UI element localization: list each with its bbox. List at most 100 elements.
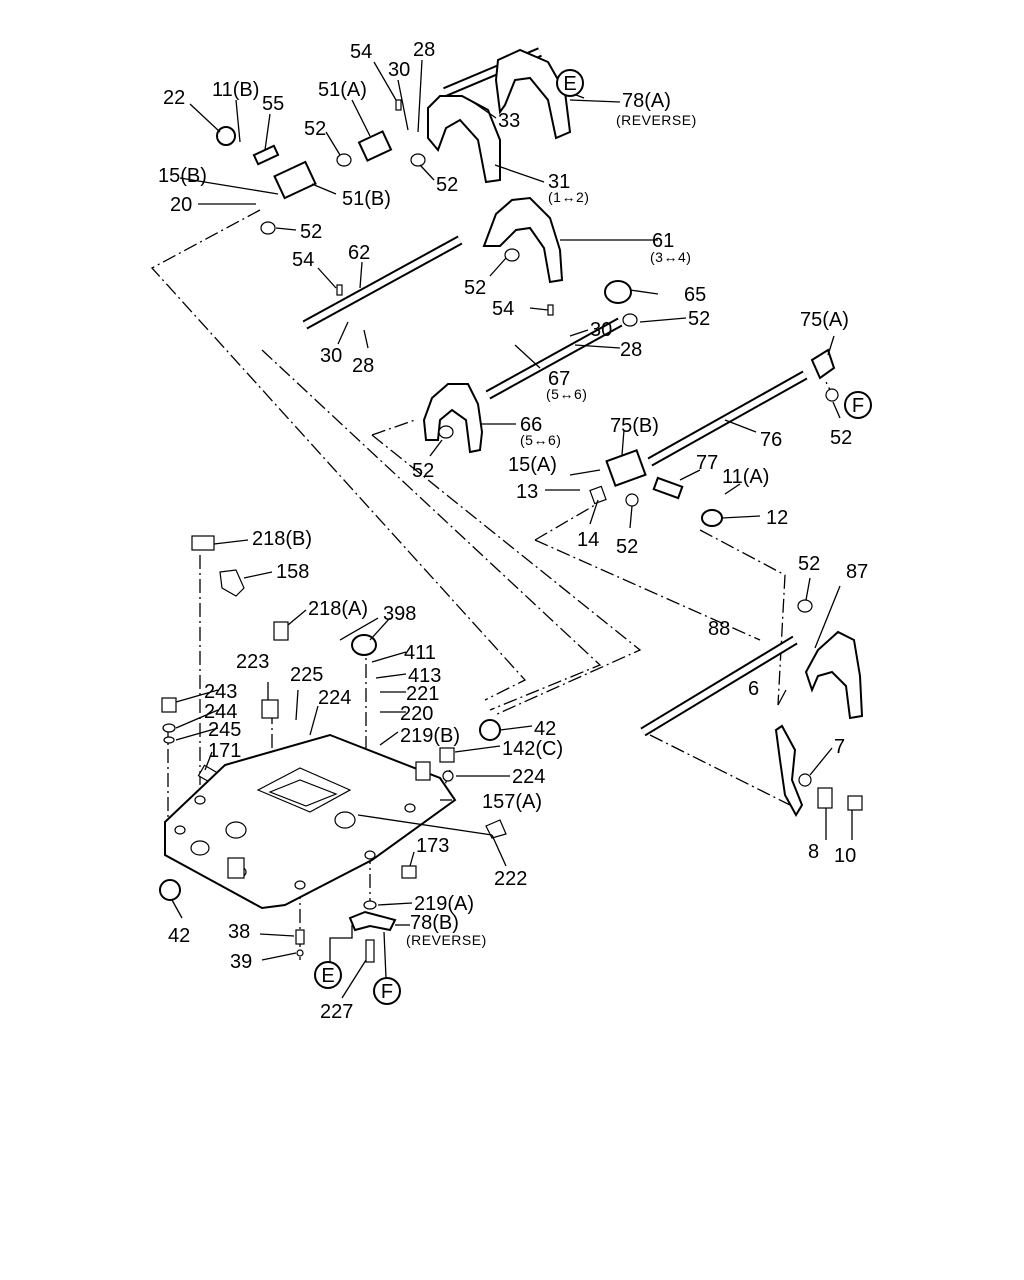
- marker-f-bottom: [373, 977, 401, 1005]
- shift-block-51a: [357, 130, 393, 162]
- roller-42-b: [159, 879, 181, 901]
- label-87: 87: [846, 561, 868, 583]
- clip-158: [219, 569, 245, 597]
- label-52d: 52: [464, 277, 486, 299]
- label-142c: 142(C): [502, 738, 563, 760]
- plug-12: [701, 509, 723, 527]
- label-78b: 78(B): [410, 912, 459, 934]
- shift-fork-87: [804, 630, 864, 720]
- label-157a: 157(A): [482, 791, 542, 813]
- label-171: 171: [208, 740, 241, 762]
- bolt-173: [401, 865, 417, 879]
- label-62: 62: [348, 242, 370, 264]
- label-67-sub: (5↔6): [546, 386, 587, 402]
- washer-219a: [363, 900, 377, 910]
- label-218a: 218(A): [308, 598, 368, 620]
- label-51b: 51(B): [342, 188, 391, 210]
- label-222: 222: [494, 868, 527, 890]
- label-158: 158: [276, 561, 309, 583]
- washer-245: [163, 736, 175, 744]
- label-220: 220: [400, 703, 433, 725]
- label-173: 173: [416, 835, 449, 857]
- cover-plate-157a: [164, 733, 457, 910]
- label-243: 243: [204, 681, 237, 703]
- label-13: 13: [516, 481, 538, 503]
- bolt-10: [847, 795, 863, 811]
- part-labels: 22 11(B) 55 51(A) 54 30 28 78(A) (REVERS…: [158, 39, 868, 1023]
- label-219b: 219(B): [400, 725, 460, 747]
- label-225: 225: [290, 664, 323, 686]
- marker-e-top: [556, 69, 584, 97]
- label-66-sub: (5↔6): [520, 432, 561, 448]
- shift-forks: [422, 48, 864, 818]
- pin-77: [652, 476, 684, 500]
- label-224a: 224: [318, 687, 351, 709]
- bracket-222: [485, 819, 507, 839]
- label-39: 39: [230, 951, 252, 973]
- label-54a: 54: [350, 41, 372, 63]
- pin-55: [252, 144, 280, 166]
- lever-78b: [348, 910, 397, 932]
- label-411: 411: [404, 642, 436, 664]
- label-30c: 30: [320, 345, 342, 367]
- shift-rail-67: [485, 317, 623, 400]
- label-7: 7: [834, 736, 845, 758]
- label-15a: 15(A): [508, 454, 557, 476]
- label-219a: 219(A): [414, 893, 474, 915]
- label-6: 6: [748, 678, 759, 700]
- ball-39: [296, 949, 304, 957]
- label-15b: 15(B): [158, 165, 207, 187]
- washer-244: [162, 723, 176, 733]
- pin-54-b: [336, 284, 343, 296]
- pin-54-c: [547, 304, 554, 316]
- label-38: 38: [228, 921, 250, 943]
- label-245: 245: [208, 719, 241, 741]
- washer-224: [442, 770, 454, 782]
- marker-f-bottom-text: F: [381, 981, 393, 1003]
- roller-42-a: [479, 719, 501, 741]
- label-52b: 52: [436, 174, 458, 196]
- label-14: 14: [577, 529, 599, 551]
- bolt-8: [817, 787, 833, 809]
- label-31: 31: [548, 171, 570, 193]
- callout-markers: E F E F: [314, 69, 872, 1005]
- pin-227: [365, 939, 375, 963]
- label-30a: 30: [388, 59, 410, 81]
- label-78b-sub: (REVERSE): [406, 932, 487, 948]
- label-67: 67: [548, 368, 570, 390]
- label-8: 8: [808, 841, 819, 863]
- shift-fork-66: [422, 383, 484, 454]
- label-52c: 52: [300, 221, 322, 243]
- label-52e: 52: [688, 308, 710, 330]
- shift-block-65: [604, 280, 632, 304]
- label-42a: 42: [534, 718, 556, 740]
- bracket-218a: [273, 621, 289, 641]
- pin-54-a: [395, 99, 402, 111]
- bushing-14: [589, 485, 607, 505]
- label-66: 66: [520, 414, 542, 436]
- bracket-218b: [191, 535, 215, 551]
- label-221: 221: [406, 683, 439, 705]
- leader-lines: [171, 59, 853, 999]
- shift-lever-6: [774, 724, 804, 818]
- bracket-7: [798, 773, 812, 787]
- bolt-52-f: [438, 425, 454, 439]
- label-52a: 52: [304, 118, 326, 140]
- label-223: 223: [236, 651, 269, 673]
- shift-fork-78a: [494, 48, 572, 140]
- shift-rail-76: [647, 370, 808, 467]
- label-10: 10: [834, 845, 856, 867]
- shift-block-51b: [273, 160, 317, 200]
- marker-f-top: [844, 391, 872, 419]
- plug-22: [216, 126, 236, 146]
- label-52i: 52: [798, 553, 820, 575]
- marker-f-top-text: F: [852, 395, 864, 417]
- bolt-52-e: [622, 313, 638, 327]
- label-42b: 42: [168, 925, 190, 947]
- label-76: 76: [760, 429, 782, 451]
- routing-lines: [150, 209, 836, 960]
- bolt-52-h: [625, 493, 639, 507]
- label-31-sub: (1↔2): [548, 189, 589, 205]
- label-75b: 75(B): [610, 415, 659, 437]
- label-61-sub: (3↔4): [650, 249, 691, 265]
